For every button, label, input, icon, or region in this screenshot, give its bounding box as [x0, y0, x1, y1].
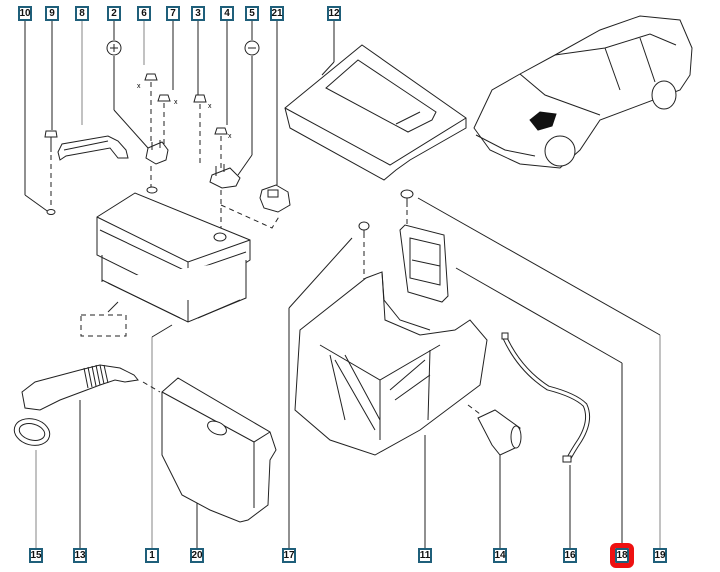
callout-14[interactable]: 14 [493, 548, 507, 563]
vehicle-location-illustration [473, 15, 693, 169]
callout-4[interactable]: 4 [220, 6, 234, 21]
battery-tray-11 [294, 271, 488, 456]
battery-1 [80, 186, 251, 337]
bolt-9-icon [44, 130, 58, 215]
battery-sensor-21 [220, 184, 291, 229]
negative-terminal-symbol [244, 40, 260, 56]
negative-terminal-clamp-5 [209, 164, 241, 228]
nut-6-icon: x [137, 73, 158, 145]
callout-17[interactable]: 17 [282, 548, 296, 563]
air-intake-hose-13 [21, 364, 161, 411]
callout-9[interactable]: 9 [45, 6, 59, 21]
callout-13[interactable]: 13 [73, 548, 87, 563]
battery-cover-12 [284, 44, 467, 181]
battery-cable-16 [501, 332, 591, 463]
callout-16[interactable]: 16 [563, 548, 577, 563]
svg-text:x: x [137, 83, 141, 90]
svg-text:x: x [208, 103, 212, 110]
callout-20[interactable]: 20 [190, 548, 204, 563]
positive-terminal-symbol [106, 40, 122, 56]
callout-7[interactable]: 7 [166, 6, 180, 21]
callout-8[interactable]: 8 [75, 6, 89, 21]
fuse-box-18 [399, 224, 449, 303]
svg-text:x: x [174, 99, 178, 106]
leader-lines [24, 20, 335, 214]
nut-3-icon: x [193, 94, 212, 165]
callout-3[interactable]: 3 [191, 6, 205, 21]
air-duct-14 [467, 404, 522, 456]
callout-11[interactable]: 11 [418, 548, 432, 563]
seal-15 [13, 418, 51, 446]
callout-2[interactable]: 2 [107, 6, 121, 21]
battery-hold-down-bracket-8 [57, 135, 129, 161]
callout-10[interactable]: 10 [18, 6, 32, 21]
callout-5[interactable]: 5 [245, 6, 259, 21]
callout-18-selected[interactable]: 18 [610, 543, 634, 568]
callout-12[interactable]: 12 [327, 6, 341, 21]
callout-1[interactable]: 1 [145, 548, 159, 563]
nut-4-icon: x [214, 127, 232, 170]
callout-21[interactable]: 21 [270, 6, 284, 21]
callout-6[interactable]: 6 [137, 6, 151, 21]
bolt-19-icon [400, 189, 414, 225]
svg-text:x: x [228, 133, 232, 140]
battery-insulation-cover-20 [161, 377, 277, 523]
callout-19[interactable]: 19 [653, 548, 667, 563]
nut-7-icon: x [157, 94, 178, 145]
callout-15[interactable]: 15 [29, 548, 43, 563]
leader-lines-bottom [35, 197, 661, 548]
positive-terminal-clamp-2 [145, 140, 169, 190]
